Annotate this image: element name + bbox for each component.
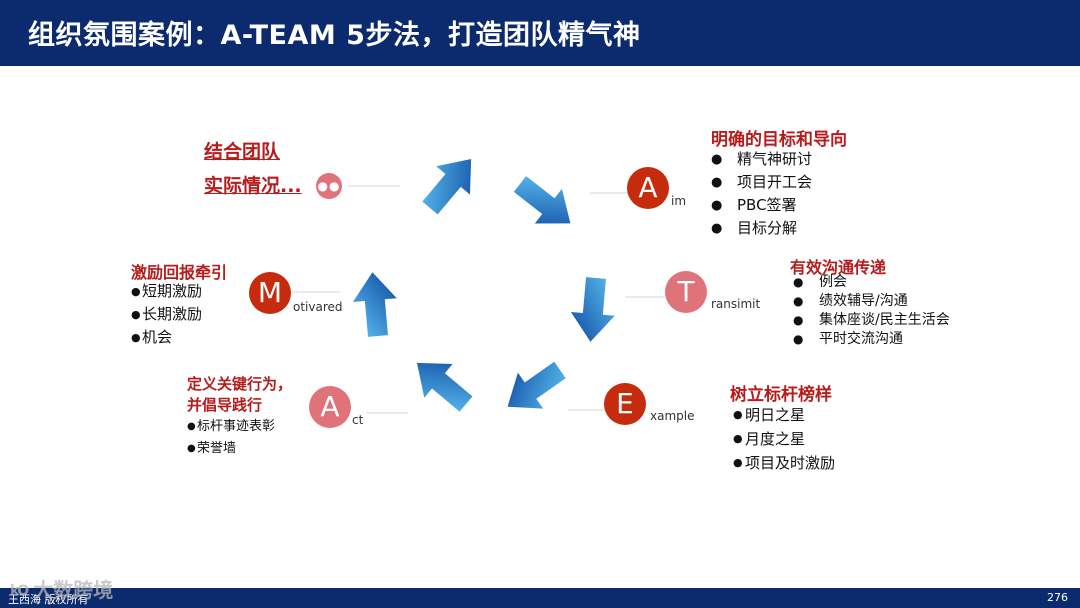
header-bar: 组织氛围案例：A-TEAM 5步法，打造团队精气神 — [0, 0, 1080, 66]
arrow-group — [352, 158, 615, 412]
motivated-list: 短期激励 长期激励 机会 — [131, 280, 202, 349]
footer-bar: 王西海 版权所有 276 — [0, 588, 1080, 608]
aim-list: 精气神研讨 项目开工会 PBC签署 目标分解 — [711, 148, 812, 240]
act-list: 标杆事迹表彰 荣誉墙 — [187, 416, 275, 460]
act-circle: A — [309, 386, 351, 428]
page-title: 组织氛围案例：A-TEAM 5步法，打造团队精气神 — [28, 20, 641, 51]
copyright-text: 王西海 版权所有 — [8, 593, 89, 606]
arrow-top-right — [513, 176, 571, 224]
list-item: 荣誉墙 — [187, 438, 275, 460]
example-suffix: xample — [650, 409, 695, 423]
motivated-suffix: otivared — [293, 300, 343, 314]
list-item: 例会 — [793, 273, 950, 292]
list-item: 集体座谈/民主生活会 — [793, 311, 950, 330]
act-suffix: ct — [352, 413, 364, 427]
page-number: 276 — [1047, 591, 1068, 604]
example-heading: 树立标杆榜样 — [730, 385, 832, 405]
motivated-heading: 激励回报牵引 — [131, 263, 228, 282]
watermark-text: 大数跨境 — [33, 578, 114, 602]
aim-heading: 明确的目标和导向 — [711, 130, 847, 150]
list-item: 目标分解 — [711, 217, 812, 240]
list-item: 项目开工会 — [711, 171, 812, 194]
transmit-suffix: ransimit — [711, 297, 761, 311]
list-item: 机会 — [131, 326, 202, 349]
list-item: 平时交流沟通 — [793, 330, 950, 349]
arrow-top-left — [422, 158, 472, 215]
act-heading-line2: 并倡导践行 — [187, 396, 263, 414]
list-item: 标杆事迹表彰 — [187, 416, 275, 438]
cycle-arrows — [292, 158, 665, 414]
example-list: 明日之星 月度之星 项目及时激励 — [733, 403, 835, 475]
list-item: PBC签署 — [711, 194, 812, 217]
aim-suffix: im — [671, 194, 687, 208]
list-item: 绩效辅导/沟通 — [793, 292, 950, 311]
example-circle: E — [604, 383, 646, 425]
start-label-line1: 结合团队 — [204, 141, 281, 163]
motivated-circle: M — [249, 272, 291, 314]
transmit-list: 例会 绩效辅导/沟通 集体座谈/民主生活会 平时交流沟通 — [793, 273, 950, 349]
start-label-line2: 实际情况... — [204, 175, 302, 197]
list-item: 精气神研讨 — [711, 148, 812, 171]
arrow-bottom-right — [507, 361, 566, 409]
connector-lines — [292, 185, 665, 414]
list-item: 月度之星 — [733, 427, 835, 451]
act-heading-line1: 定义关键行为， — [187, 375, 293, 393]
list-item: 长期激励 — [131, 303, 202, 326]
arrow-left — [352, 272, 397, 337]
arrow-right — [570, 277, 615, 342]
dots-circle-icon: ●● — [316, 173, 342, 199]
list-item: 明日之星 — [733, 403, 835, 427]
ateam-cycle-diagram: 结合团队 实际情况... ●● A im 明确的目标和导向 精气神研讨 项目开工… — [0, 66, 1080, 588]
transmit-circle: T — [665, 271, 707, 313]
arrow-bottom-left — [416, 362, 473, 412]
list-item: 项目及时激励 — [733, 451, 835, 475]
list-item: 短期激励 — [131, 280, 202, 303]
watermark-logo: kO — [10, 583, 29, 599]
aim-circle: A — [627, 167, 669, 209]
